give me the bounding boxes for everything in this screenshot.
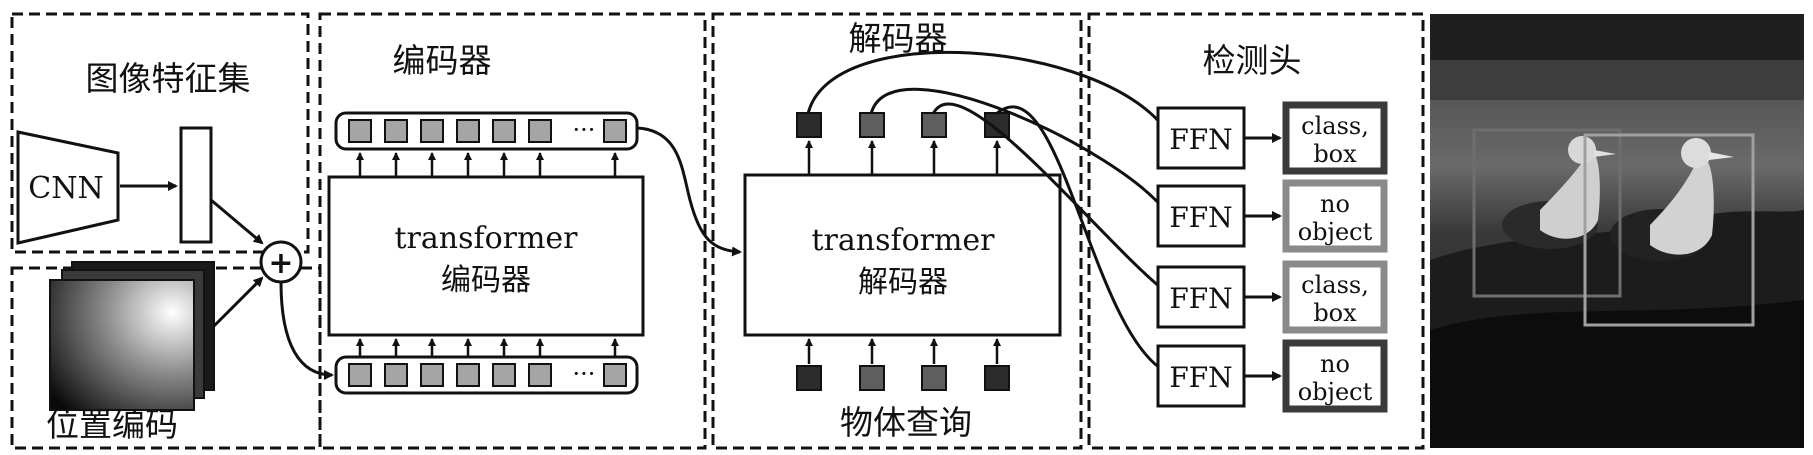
- sum-to-encoder-arrow: [279, 281, 334, 380]
- output4-to-ffn4-arrow: [995, 105, 1168, 374]
- transformer-encoder-block: [327, 175, 645, 337]
- prediction-box: [1282, 101, 1388, 175]
- detection-head-row: FFN class,box: [1156, 101, 1388, 175]
- prediction-box: [1282, 179, 1388, 253]
- posenc-to-sum-arrow: [212, 276, 264, 328]
- output2-to-ffn2-arrow: [869, 87, 1168, 214]
- ffn-box: [1156, 344, 1246, 408]
- detection-head-row: FFN class,box: [1156, 260, 1388, 334]
- encoder-block-line2: 编码器: [441, 263, 531, 298]
- prediction-line2: box: [1313, 299, 1357, 327]
- object-query-tokens: [796, 338, 1010, 391]
- transformer-decoder-block: [743, 173, 1062, 337]
- encoder-input-token: [384, 363, 408, 387]
- decoder-output-tokens: [796, 112, 1010, 175]
- position-encoding-title: 位置编码: [46, 405, 178, 444]
- ffn-box: [1156, 184, 1246, 248]
- ffn-box: [1156, 265, 1246, 329]
- cnn-label: CNN: [28, 171, 103, 206]
- ffn-label: FFN: [1169, 361, 1232, 394]
- ffn-label: FFN: [1169, 123, 1232, 156]
- feature-map-bar: [179, 126, 213, 244]
- decoder-output-token: [984, 112, 1010, 138]
- encoder-output-token: [456, 119, 480, 143]
- gull-right-body: [1650, 155, 1714, 255]
- detection-result-photo: [1430, 14, 1804, 448]
- encoder-output-token: [348, 119, 372, 143]
- encoder-input-token: [492, 363, 516, 387]
- prediction-box: [1282, 260, 1388, 334]
- encoder-input-token: [348, 363, 372, 387]
- object-query-token: [921, 365, 947, 391]
- prediction-line1: no: [1320, 190, 1350, 218]
- decoder-output-token: [796, 112, 822, 138]
- encoder-input-token: [528, 363, 552, 387]
- decoder-output-token: [921, 112, 947, 138]
- encoder-output-tray: [334, 111, 639, 151]
- decoder-block-line2: 解码器: [858, 265, 948, 300]
- decoder-block-line1: transformer: [811, 223, 995, 258]
- ffn-label: FFN: [1169, 282, 1232, 315]
- encoder-output-token: [384, 119, 408, 143]
- prediction-line1: class,: [1301, 271, 1369, 299]
- encoder-input-token: [456, 363, 480, 387]
- encoder-output-token: [603, 119, 627, 143]
- encoder-input-token: [603, 363, 627, 387]
- encoder-output-token: [528, 119, 552, 143]
- encoder-input-arrows: [356, 338, 619, 357]
- prediction-line1: class,: [1301, 112, 1369, 140]
- position-encoding-stack: [49, 261, 215, 411]
- prediction-line2: box: [1313, 140, 1357, 168]
- encoder-frame: [318, 12, 707, 450]
- output3-to-ffn3-arrow: [931, 102, 1168, 294]
- detection-box-right: [1583, 133, 1755, 327]
- encoder-title: 编码器: [393, 41, 492, 80]
- object-queries-title: 物体查询: [840, 403, 972, 442]
- encoder-output-ellipsis: ···: [573, 116, 596, 144]
- object-query-token: [796, 365, 822, 391]
- object-query-token: [984, 365, 1010, 391]
- encoder-to-decoder-arrow: [636, 126, 742, 257]
- gull-left-head: [1568, 136, 1596, 164]
- encoder-input-token: [420, 363, 444, 387]
- gull-right-head: [1681, 138, 1711, 168]
- encoder-input-tray: [334, 355, 639, 395]
- prediction-line2: object: [1298, 378, 1373, 406]
- output1-to-ffn1-arrow: [806, 50, 1168, 132]
- image-features-title: 图像特征集: [86, 59, 251, 98]
- encoder-output-arrows: [356, 152, 619, 177]
- encoder-output-tokens: [348, 119, 627, 143]
- prediction-box: [1282, 339, 1388, 413]
- encoder-block-line1: transformer: [394, 221, 578, 256]
- plus-icon: +: [268, 246, 293, 281]
- encoder-input-ellipsis: ···: [573, 360, 596, 388]
- decoder-frame: [711, 12, 1083, 450]
- detection-head-title: 检测头: [1203, 41, 1302, 80]
- encoder-input-tokens: [348, 363, 627, 387]
- decoder-output-token: [859, 112, 885, 138]
- prediction-line2: object: [1298, 218, 1373, 246]
- encoder-output-token: [492, 119, 516, 143]
- encoder-output-token: [420, 119, 444, 143]
- detection-head-frame: [1087, 12, 1425, 450]
- prediction-line1: no: [1320, 350, 1350, 378]
- ffn-label: FFN: [1169, 201, 1232, 234]
- cnn-trapezoid: [16, 130, 120, 245]
- feature-to-sum-arrow: [210, 198, 264, 245]
- detection-box-left: [1472, 128, 1622, 298]
- object-query-token: [859, 365, 885, 391]
- image-features-frame: [10, 12, 310, 254]
